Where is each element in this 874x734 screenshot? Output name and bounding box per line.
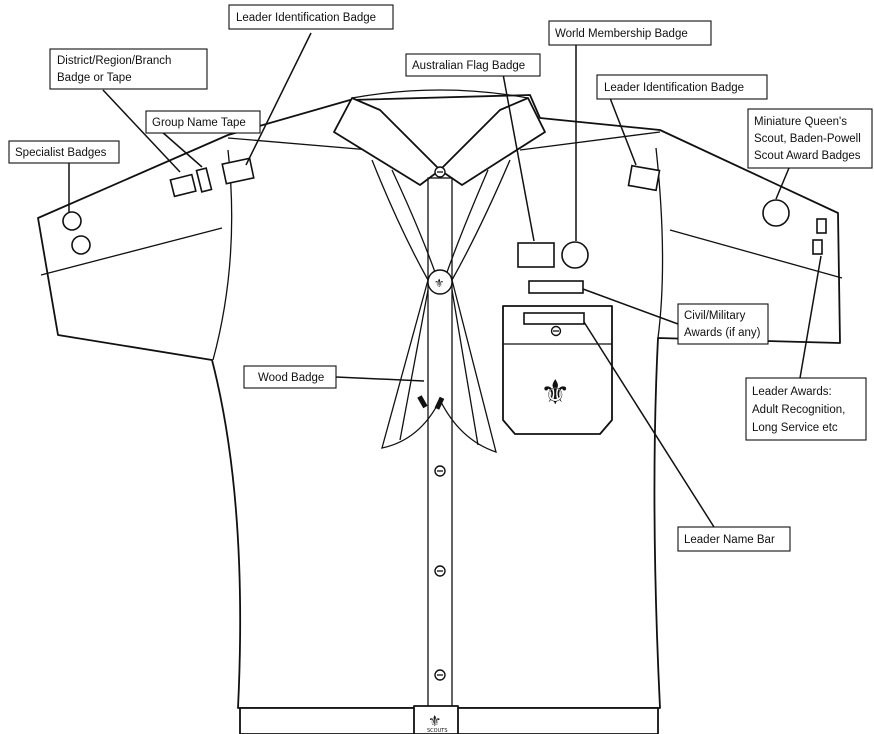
leader-id-badge-right xyxy=(627,164,661,192)
belt-fleur-de-lis-icon: ⚜ xyxy=(428,712,441,730)
left-sleeve-cuff-line xyxy=(40,227,223,276)
woggle xyxy=(427,269,453,295)
badges xyxy=(62,157,827,325)
label-group-name: Group Name Tape xyxy=(152,117,246,129)
specialist-badge xyxy=(62,211,82,231)
label-specialist: Specialist Badges xyxy=(15,147,107,159)
belt-logo-text: SCOUTS xyxy=(427,728,448,734)
belt-buckle xyxy=(413,705,459,734)
callout-leader-id-left: Leader Identification Badge xyxy=(228,4,394,30)
callout-world-membership: World Membership Badge xyxy=(548,20,712,46)
leader-award-ribbon xyxy=(816,218,827,234)
shirt: ⚜ ⚜ ⚜ SCOUTS xyxy=(37,89,843,734)
callout-leader-awards: Leader Awards: Adult Recognition, Long S… xyxy=(745,377,867,441)
left-yoke-line xyxy=(227,137,371,151)
fleur-de-lis-icon: ⚜ xyxy=(540,373,570,413)
callout-leader-id-right: Leader Identification Badge xyxy=(596,74,768,100)
label-leader-awards-line2: Adult Recognition, xyxy=(752,404,845,416)
callout-wood-badge: Wood Badge xyxy=(243,365,337,389)
miniature-award-badge xyxy=(762,199,790,227)
label-district-line1: District/Region/Branch xyxy=(57,55,171,67)
label-wood-badge: Wood Badge xyxy=(258,372,324,384)
neckerchief-tail-right xyxy=(451,289,479,446)
callout-leader-name-bar: Leader Name Bar xyxy=(677,526,791,552)
specialist-badge xyxy=(71,235,91,255)
label-district-line2: Badge or Tape xyxy=(57,72,132,84)
wood-badge-toggle-left xyxy=(417,395,428,409)
right-sleeve-cuff-line xyxy=(669,229,843,279)
group-name-tape xyxy=(195,167,213,193)
wood-badge-toggle-right xyxy=(434,396,445,410)
district-badge xyxy=(169,173,197,198)
neckerchief-inner xyxy=(391,169,489,276)
neckerchief-tail-left xyxy=(399,289,429,441)
label-australian-flag: Australian Flag Badge xyxy=(412,60,525,72)
right-yoke-line xyxy=(519,131,661,151)
label-leader-name-bar: Leader Name Bar xyxy=(684,534,775,546)
label-civil-military-line1: Civil/Military xyxy=(684,310,746,322)
leader-name-bar xyxy=(523,312,585,325)
leader-award-ribbon xyxy=(812,239,823,255)
collar-left xyxy=(333,97,441,186)
shirt-buttons xyxy=(434,166,446,681)
label-leader-id-left: Leader Identification Badge xyxy=(236,12,376,24)
label-miniature-line2: Scout, Baden-Powell xyxy=(754,133,861,145)
callout-specialist: Specialist Badges xyxy=(8,140,120,164)
callout-civil-military: Civil/Military Awards (if any) xyxy=(677,303,769,345)
callout-district: District/Region/Branch Badge or Tape xyxy=(49,48,208,90)
leader-lines xyxy=(68,32,822,528)
callout-group-name: Group Name Tape xyxy=(145,110,261,134)
australian-flag-badge xyxy=(517,242,555,268)
label-miniature-line3: Scout Award Badges xyxy=(754,150,861,162)
civil-military-awards-bar xyxy=(528,280,584,294)
world-membership-badge xyxy=(561,241,589,269)
label-leader-id-right: Leader Identification Badge xyxy=(604,82,744,94)
callout-miniature: Miniature Queen's Scout, Baden-Powell Sc… xyxy=(747,108,873,169)
label-leader-awards-line3: Long Service etc xyxy=(752,422,838,434)
woggle-emblem-icon: ⚜ xyxy=(434,278,444,290)
callout-australian-flag: Australian Flag Badge xyxy=(405,53,541,77)
label-leader-awards-line1: Leader Awards: xyxy=(752,386,832,398)
label-civil-military-line2: Awards (if any) xyxy=(684,327,761,339)
label-world-membership: World Membership Badge xyxy=(555,28,688,40)
pocket xyxy=(502,305,613,435)
label-miniature-line1: Miniature Queen's xyxy=(754,116,847,128)
collar-right xyxy=(439,97,546,186)
